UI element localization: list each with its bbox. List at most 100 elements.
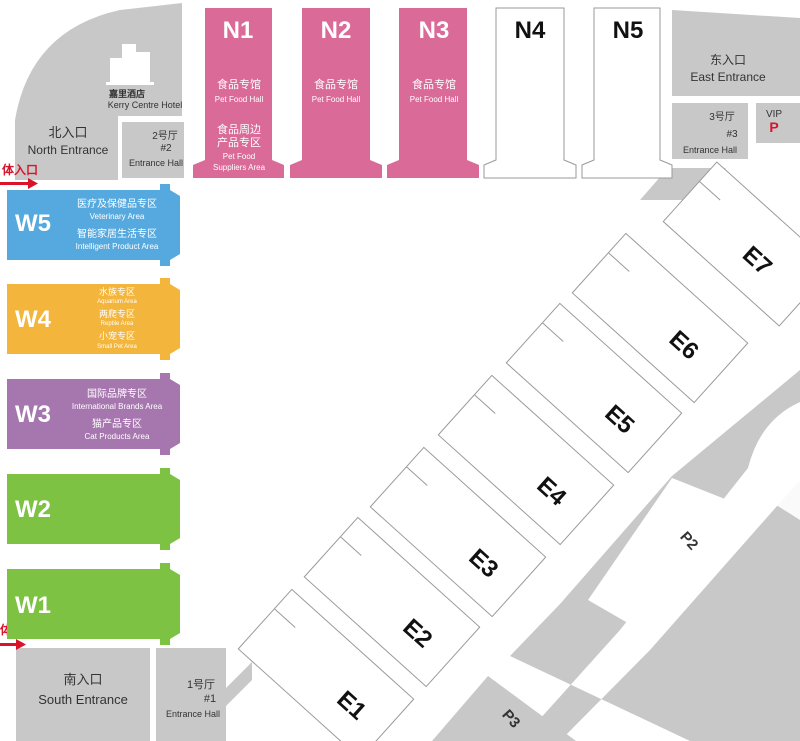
hall-w4-label: W4 — [15, 306, 52, 333]
hall-w3[interactable]: W3 国际品牌专区 International Brands Area 猫产品专… — [7, 373, 180, 455]
entrance-hall-3-en: Entrance Hall — [683, 145, 737, 155]
hall-w3-en1: International Brands Area — [72, 402, 163, 411]
side-entrance-top-arrowhead — [28, 178, 38, 189]
hall-w4-en2: Reptile Area — [101, 321, 134, 327]
east-entrance-en: East Entrance — [690, 70, 766, 84]
hall-w5-cn2: 智能家居生活专区 — [77, 227, 157, 240]
entrance-hall-3[interactable] — [672, 103, 748, 159]
hall-w5-shape — [7, 184, 180, 266]
hall-n3-label: N3 — [419, 17, 450, 44]
hall-w1[interactable]: W1 — [7, 563, 180, 645]
entrance-hall-2[interactable] — [122, 122, 184, 178]
hotel-name-en: Kerry Centre Hotel — [108, 100, 183, 110]
south-west-road — [226, 662, 252, 706]
side-entrance-bottom-arrow — [0, 643, 16, 646]
hall-e5-shape — [505, 302, 683, 474]
hall-w5-en1: Veterinary Area — [90, 212, 145, 221]
hall-n1-cn: 食品专馆 — [217, 77, 261, 91]
hall-e1-shape — [237, 588, 415, 741]
hall-e6[interactable]: E6 — [571, 232, 749, 404]
north-entrance-area[interactable] — [15, 3, 182, 180]
entrance-hall-3-num: #3 — [726, 129, 738, 140]
vip-parking-icon: P — [769, 119, 778, 135]
hall-e3-divider — [406, 466, 428, 486]
hotel-name-cn: 嘉里酒店 — [108, 88, 145, 99]
hall-w4-cn3: 小宠专区 — [99, 330, 135, 341]
east-road-lane — [759, 420, 800, 520]
hall-w4-cn2: 两爬专区 — [99, 308, 135, 319]
hall-e3-shape — [369, 446, 547, 618]
hall-n2-label: N2 — [321, 17, 352, 44]
hall-w3-cn2: 猫产品专区 — [92, 417, 142, 430]
south-entrance-cn: 南入口 — [63, 672, 102, 687]
hall-n3[interactable]: N3 食品专馆 Pet Food Hall — [387, 8, 479, 178]
hall-e5-divider — [542, 322, 564, 342]
hall-n2-shape — [290, 8, 382, 178]
side-entrance-top-arrow — [0, 182, 28, 185]
hall-w3-en2: Cat Products Area — [85, 432, 150, 441]
hall-e6-divider — [608, 252, 630, 272]
hall-w3-shape — [7, 373, 180, 455]
hall-n1-shape — [193, 8, 284, 178]
hall-n1-cn2a: 食品周边 — [217, 122, 261, 136]
hall-w5[interactable]: W5 医疗及保健品专区 Veterinary Area 智能家居生活专区 Int… — [7, 184, 180, 266]
hall-n4[interactable]: N4 — [483, 7, 577, 179]
hall-n4-label: N4 — [515, 17, 546, 44]
hall-n2[interactable]: N2 食品专馆 Pet Food Hall — [290, 8, 382, 178]
entrance-hall-2-cn: 2号厅 — [152, 130, 178, 142]
north-entrance-cn: 北入口 — [48, 125, 87, 140]
hall-e6-shape — [571, 232, 749, 404]
south-entrance-area[interactable] — [16, 648, 150, 741]
east-entrance-area[interactable] — [672, 10, 800, 96]
hall-w4-en3: Small Pet Area — [97, 344, 137, 350]
hall-n3-cn: 食品专馆 — [412, 77, 456, 91]
hall-n2-en: Pet Food Hall — [312, 95, 361, 104]
hall-w4[interactable]: W4 水族专区 Aquarium Area 两爬专区 Reptile Area … — [7, 278, 180, 360]
hall-e1[interactable]: E1 — [237, 588, 415, 741]
hall-e3[interactable]: E3 — [369, 446, 547, 618]
hall-e2[interactable]: E2 — [303, 516, 481, 688]
hall-n3-shape — [387, 8, 479, 178]
hall-w3-label: W3 — [15, 401, 51, 428]
hall-n1-en2b: Suppliers Area — [213, 163, 266, 172]
hall-w3-cn1: 国际品牌专区 — [87, 387, 147, 400]
vip-label: VIP — [766, 109, 782, 120]
east-halls: E7 E6 E5 E4 E3 E2 E1 — [237, 161, 800, 741]
hall-n1-en: Pet Food Hall — [215, 95, 264, 104]
parking-p3-area[interactable] — [432, 676, 576, 741]
hall-n3-en: Pet Food Hall — [410, 95, 459, 104]
hall-e2-divider — [340, 536, 362, 556]
east-entrance-cn: 东入口 — [710, 53, 746, 67]
hotel-building-icon — [106, 44, 154, 85]
hall-w4-cn1: 水族专区 — [99, 286, 135, 297]
hall-w4-en1: Aquarium Area — [97, 299, 137, 305]
hall-e4-divider — [474, 394, 496, 414]
entrance-hall-2-num: #2 — [160, 143, 172, 154]
entrance-hall-1[interactable] — [156, 648, 226, 741]
hall-n4-shape — [483, 7, 577, 179]
hall-w4-shape — [7, 278, 180, 360]
hall-e1-divider — [274, 608, 296, 628]
entrance-hall-3-cn: 3号厅 — [709, 111, 735, 123]
hall-e7[interactable]: E7 — [662, 161, 800, 327]
hall-n5-shape — [581, 7, 673, 179]
hall-w1-shape — [7, 563, 180, 645]
south-entrance-en: South Entrance — [38, 692, 128, 707]
entrance-hall-2-en: Entrance Hall — [129, 158, 183, 168]
hall-e4[interactable]: E4 — [437, 374, 615, 546]
hall-n5[interactable]: N5 — [581, 7, 673, 179]
hall-w2-label: W2 — [15, 496, 51, 523]
hall-w2-shape — [7, 468, 180, 550]
hall-w2[interactable]: W2 — [7, 468, 180, 550]
hall-n5-label: N5 — [613, 17, 644, 44]
side-entrance-top[interactable]: 体入口 — [0, 162, 38, 189]
hall-e7-shape — [662, 161, 800, 327]
hotel[interactable]: 嘉里酒店 Kerry Centre Hotel — [106, 44, 182, 110]
entrance-hall-1-cn: 1号厅 — [187, 678, 215, 691]
hall-e5[interactable]: E5 — [505, 302, 683, 474]
side-entrance-top-label: 体入口 — [2, 162, 38, 177]
entrance-hall-1-en: Entrance Hall — [166, 709, 220, 719]
hall-n1[interactable]: N1 食品专馆 Pet Food Hall 食品周边 产品专区 Pet Food… — [193, 8, 284, 178]
vip-area[interactable] — [756, 103, 800, 143]
